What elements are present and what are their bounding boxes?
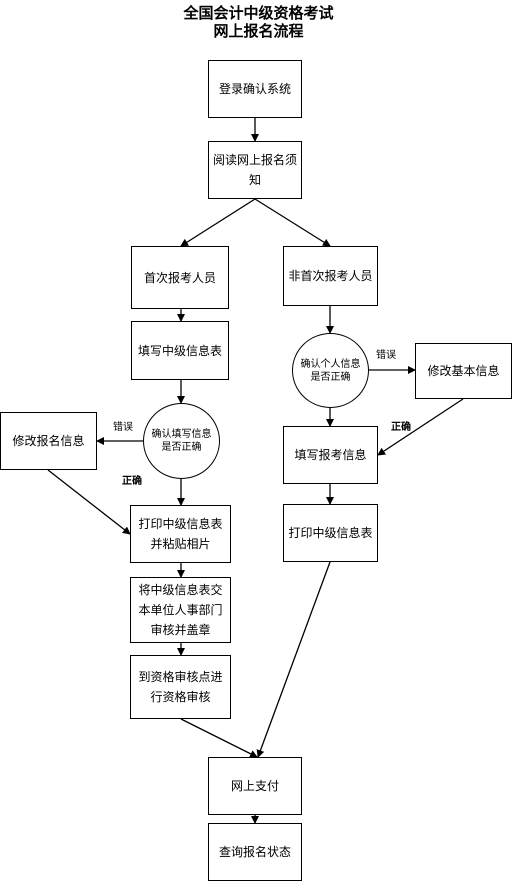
label-correct-right: 正确 (391, 422, 411, 433)
edge-printright-to-pay (256, 561, 331, 758)
node-modify-reg-info: 修改报名信息 (0, 412, 97, 470)
edge-read-to-first (180, 198, 256, 247)
node-print-paste-photo: 打印中级信息表并粘贴相片 (130, 505, 231, 563)
label-wrong-right: 错误 (376, 350, 396, 361)
label-correct-left: 正确 (122, 476, 142, 487)
diagram-title-line1: 全国会计中级资格考试 (183, 4, 334, 22)
node-modify-basic-info: 修改基本信息 (415, 343, 512, 399)
node-read-notice: 阅读网上报名须知 (208, 141, 302, 199)
diagram-title-line2: 网上报名流程 (213, 22, 304, 40)
node-go-review-point: 到资格审核点进行资格审核 (130, 655, 231, 719)
node-fill-form-left: 填写中级信息表 (131, 321, 229, 380)
node-check-status: 查询报名状态 (208, 823, 302, 881)
edge-modifybasic-to-fillreg (377, 398, 464, 456)
node-confirm-personal-right: 确认个人信息是否正确 (292, 333, 369, 408)
node-print-form-right: 打印中级信息表 (283, 504, 378, 562)
node-first-time: 首次报考人员 (131, 246, 229, 309)
node-submit-hr-stamp: 将中级信息表交本单位人事部门审核并盖章 (130, 577, 231, 643)
label-wrong-left: 错误 (113, 422, 133, 433)
node-online-pay: 网上支付 (208, 757, 302, 815)
edge-modify-to-print (47, 469, 131, 535)
node-login: 登录确认系统 (208, 60, 302, 118)
node-confirm-fill-left: 确认填写信息是否正确 (143, 403, 220, 479)
edge-review-to-pay (180, 718, 258, 758)
node-not-first-time: 非首次报考人员 (283, 246, 378, 306)
edge-read-to-nonfirst (254, 198, 331, 247)
node-fill-reg-info: 填写报考信息 (283, 426, 378, 484)
